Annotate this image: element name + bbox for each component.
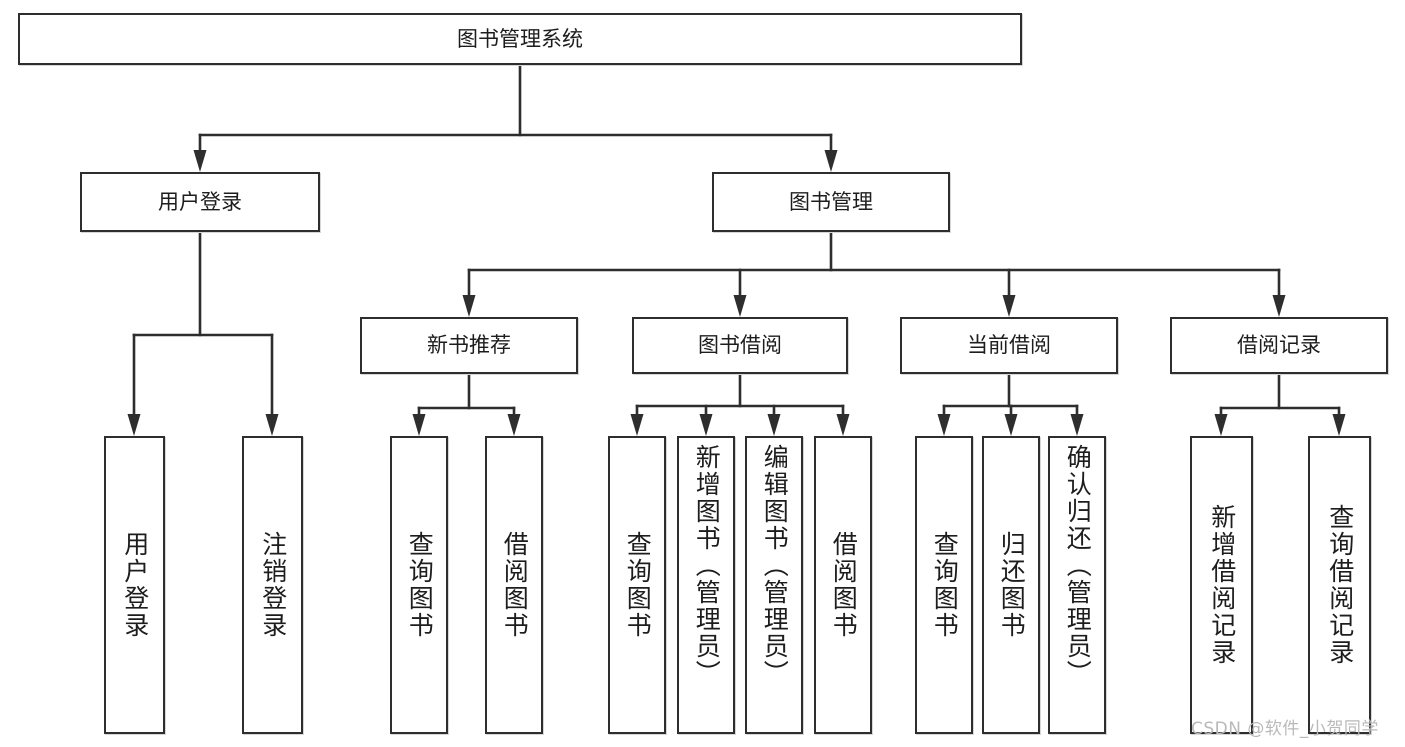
leaf-borrow-book-recommend-label: 借阅图书 xyxy=(500,531,530,639)
leaf-borrow-book-recommend[interactable]: 借阅图书 xyxy=(485,436,543,734)
arrowhead-leaf-7 xyxy=(767,414,781,436)
arrowhead-leaf-12 xyxy=(1214,414,1228,436)
arrowhead-to-book-manage xyxy=(824,150,838,172)
arrowhead-leaf-9 xyxy=(937,414,951,436)
arrowhead-to-user-login xyxy=(193,150,207,172)
arrowhead-to-new-book xyxy=(462,295,476,317)
arrowhead-leaf-1 xyxy=(127,414,141,436)
arrowhead-to-current xyxy=(1002,295,1016,317)
node-book-borrow[interactable]: 图书借阅 xyxy=(632,317,848,374)
arrowhead-leaf-11 xyxy=(1070,414,1084,436)
node-root[interactable]: 图书管理系统 xyxy=(18,13,1022,65)
leaf-edit-book-admin-label: 编辑图书（管理员） xyxy=(760,444,790,687)
node-root-label: 图书管理系统 xyxy=(457,26,583,51)
leaf-add-book-admin[interactable]: 新增图书（管理员） xyxy=(677,436,735,734)
leaf-user-login[interactable]: 用户登录 xyxy=(104,436,165,734)
leaf-add-book-admin-label: 新增图书（管理员） xyxy=(692,444,722,687)
arrowhead-leaf-8 xyxy=(836,414,850,436)
node-borrow-record[interactable]: 借阅记录 xyxy=(1170,317,1388,374)
leaf-query-book-current-label: 查询图书 xyxy=(930,531,960,639)
arrowhead-leaf-10 xyxy=(1004,414,1018,436)
arrowhead-leaf-2 xyxy=(265,414,279,436)
leaf-query-book-recommend-label: 查询图书 xyxy=(405,531,435,639)
arrowhead-to-borrow xyxy=(733,295,747,317)
node-new-book-recommend[interactable]: 新书推荐 xyxy=(360,317,578,374)
leaf-query-book-recommend[interactable]: 查询图书 xyxy=(390,436,448,734)
leaf-return-book[interactable]: 归还图书 xyxy=(982,436,1040,734)
leaf-add-borrow-record[interactable]: 新增借阅记录 xyxy=(1190,436,1253,734)
arrowhead-leaf-13 xyxy=(1332,414,1346,436)
leaf-edit-book-admin[interactable]: 编辑图书（管理员） xyxy=(745,436,803,734)
leaf-logout[interactable]: 注销登录 xyxy=(242,436,303,734)
arrowhead-to-record xyxy=(1272,295,1286,317)
node-borrow-record-label: 借阅记录 xyxy=(1237,333,1321,358)
node-book-borrow-label: 图书借阅 xyxy=(698,333,782,358)
leaf-query-borrow-record[interactable]: 查询借阅记录 xyxy=(1308,436,1371,734)
arrowhead-leaf-5 xyxy=(630,414,644,436)
arrowhead-leaf-3 xyxy=(412,414,426,436)
leaf-confirm-return-admin[interactable]: 确认归还（管理员） xyxy=(1048,436,1106,734)
leaf-add-borrow-record-label: 新增借阅记录 xyxy=(1207,504,1237,666)
node-current-borrow-label: 当前借阅 xyxy=(967,333,1051,358)
leaf-query-book-current[interactable]: 查询图书 xyxy=(915,436,973,734)
leaf-user-login-label: 用户登录 xyxy=(120,531,150,639)
leaf-return-book-label: 归还图书 xyxy=(997,531,1027,639)
node-book-management[interactable]: 图书管理 xyxy=(712,172,950,232)
leaf-logout-label: 注销登录 xyxy=(258,531,288,639)
leaf-borrow-book[interactable]: 借阅图书 xyxy=(814,436,872,734)
node-new-book-recommend-label: 新书推荐 xyxy=(427,333,511,358)
node-book-management-label: 图书管理 xyxy=(789,189,873,214)
node-user-login[interactable]: 用户登录 xyxy=(80,172,320,232)
leaf-query-borrow-record-label: 查询借阅记录 xyxy=(1325,504,1355,666)
leaf-query-book-borrow-label: 查询图书 xyxy=(623,531,653,639)
node-current-borrow[interactable]: 当前借阅 xyxy=(900,317,1118,374)
arrowhead-leaf-4 xyxy=(507,414,521,436)
leaf-confirm-return-admin-label: 确认归还（管理员） xyxy=(1063,444,1093,687)
arrowhead-leaf-6 xyxy=(699,414,713,436)
leaf-borrow-book-label: 借阅图书 xyxy=(829,531,859,639)
csdn-watermark: CSDN @软件_小贺同学 xyxy=(1191,719,1379,739)
leaf-query-book-borrow[interactable]: 查询图书 xyxy=(608,436,666,734)
node-user-login-label: 用户登录 xyxy=(158,189,242,214)
